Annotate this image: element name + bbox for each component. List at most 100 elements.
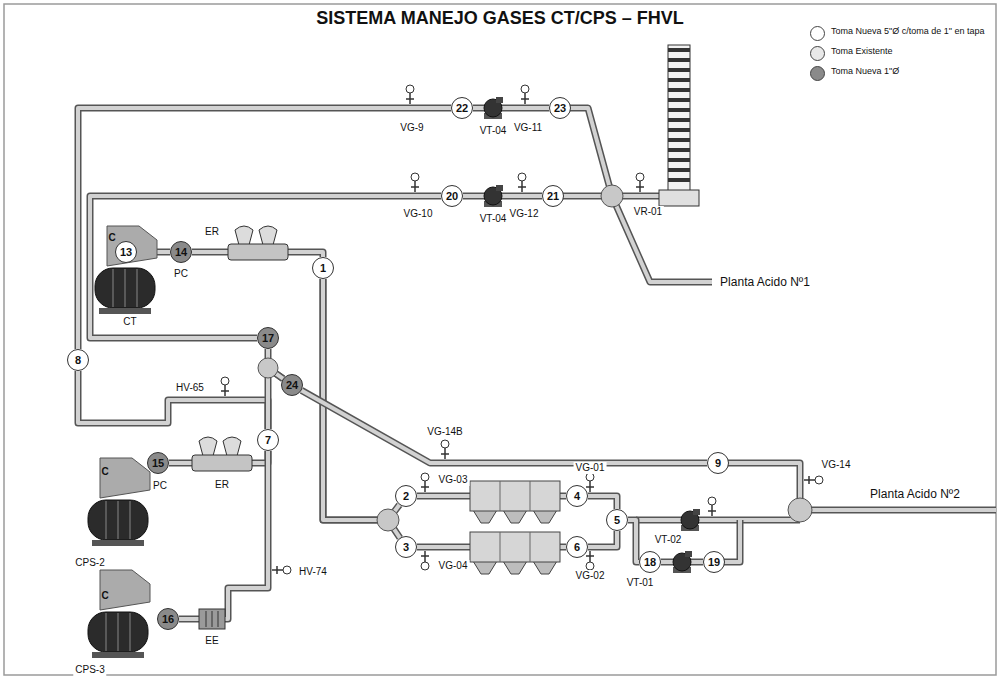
tap-circle: 7 <box>257 429 279 451</box>
stack-band <box>668 148 690 152</box>
junction-symbol <box>788 498 812 522</box>
equipment-label: VT-04 <box>478 125 509 137</box>
pipe-fill <box>323 279 399 520</box>
precipitator-body <box>470 532 560 562</box>
drum <box>95 268 155 308</box>
equipment-label: ER <box>213 479 231 491</box>
drum-band <box>129 613 131 651</box>
stack-body <box>668 45 690 191</box>
equipment-label: ER <box>203 226 221 238</box>
pipe-fill <box>718 463 800 510</box>
valve-gauge <box>283 566 291 574</box>
stack-band <box>668 78 690 82</box>
valve-symbol <box>406 85 414 104</box>
divider <box>530 481 531 511</box>
er-cone <box>235 226 253 245</box>
ee-plate <box>218 611 219 627</box>
equipment-label: PC <box>151 480 169 492</box>
tap-circle: 24 <box>281 374 303 396</box>
tap-circle: 23 <box>549 97 571 119</box>
valve-gauge <box>406 85 414 93</box>
callout-number: 7 <box>265 435 271 446</box>
callout-number: 20 <box>446 191 458 202</box>
divider <box>530 532 531 562</box>
legend-text: Toma Nueva 1"Ø <box>831 66 899 77</box>
equipment-label: VT-01 <box>625 577 656 589</box>
pipe-connector <box>628 520 639 562</box>
callout-number: 22 <box>456 103 468 114</box>
valve-symbol <box>421 473 429 492</box>
converter-symbol <box>88 458 150 546</box>
drum-band <box>117 613 119 651</box>
stack-band <box>668 178 690 182</box>
callout-number: 13 <box>120 247 132 258</box>
pipe-outline <box>78 371 268 429</box>
valve-bar <box>406 98 414 100</box>
fan-outlet <box>496 97 503 103</box>
equipment-label: VG-9 <box>398 122 425 134</box>
valve-gauge <box>708 497 716 505</box>
drum-band <box>105 613 107 651</box>
callout-number: 14 <box>175 247 187 258</box>
callout-number: 6 <box>574 542 580 553</box>
valve-gauge <box>586 473 594 481</box>
tap-circle: 14 <box>170 241 192 263</box>
callout-number: 5 <box>614 515 620 526</box>
stack-base <box>659 190 699 206</box>
valve-symbol <box>221 377 229 396</box>
tap-circle: 3 <box>395 536 417 558</box>
equipment-label: VR-01 <box>632 206 664 218</box>
pipe-connector <box>323 279 399 520</box>
pipe-connector <box>179 451 268 619</box>
pipe-outline <box>612 196 712 282</box>
tap-circle: 19 <box>703 551 725 573</box>
callout-number: 9 <box>715 458 721 469</box>
equipment-label: VG-14B <box>425 426 465 438</box>
pipe <box>636 520 800 521</box>
pipe-outline <box>323 279 399 520</box>
valve-bar <box>636 186 644 188</box>
equipment-label: EE <box>203 635 220 647</box>
equipment-label: VG-14 <box>820 459 853 471</box>
junction <box>377 509 399 531</box>
valve-symbol <box>421 551 429 570</box>
pipe-fill <box>612 196 712 282</box>
converter-symbol <box>95 226 157 314</box>
equipment-label: C <box>106 232 117 244</box>
pipe-fill <box>588 496 617 509</box>
tap-circle: 13 <box>115 241 137 263</box>
valve-gauge <box>518 173 526 181</box>
tap-circle: 6 <box>566 536 588 558</box>
valve-bar <box>808 476 810 484</box>
er-symbol <box>228 226 288 260</box>
pipe-fill <box>636 518 800 522</box>
stack-band <box>668 118 690 122</box>
equipment-label: VG-01 <box>574 462 607 474</box>
valve-bar <box>586 555 594 557</box>
equipment-label: VG-12 <box>508 208 541 220</box>
tap-circle: 9 <box>707 452 729 474</box>
junction <box>601 185 623 207</box>
tap-circle: 20 <box>441 185 463 207</box>
pipe-connector <box>588 531 617 547</box>
valve-symbol <box>804 476 823 484</box>
valve-symbol <box>411 173 419 192</box>
precipitator-body <box>470 481 560 511</box>
valve-symbol <box>272 566 291 574</box>
valve-gauge <box>636 173 644 181</box>
fan-outlet <box>496 185 503 191</box>
callout-number: 18 <box>644 557 656 568</box>
drum <box>88 612 148 652</box>
valve-symbol <box>441 440 449 459</box>
pipe-fill <box>628 520 639 562</box>
valve-symbol <box>708 497 716 516</box>
tap-circle: 8 <box>67 349 89 371</box>
pipe-outline <box>800 507 996 514</box>
frame <box>4 4 996 675</box>
valve-symbol <box>636 173 644 192</box>
pipe-outline <box>90 196 441 338</box>
er-body <box>228 244 288 260</box>
pipe-connector <box>90 196 441 338</box>
